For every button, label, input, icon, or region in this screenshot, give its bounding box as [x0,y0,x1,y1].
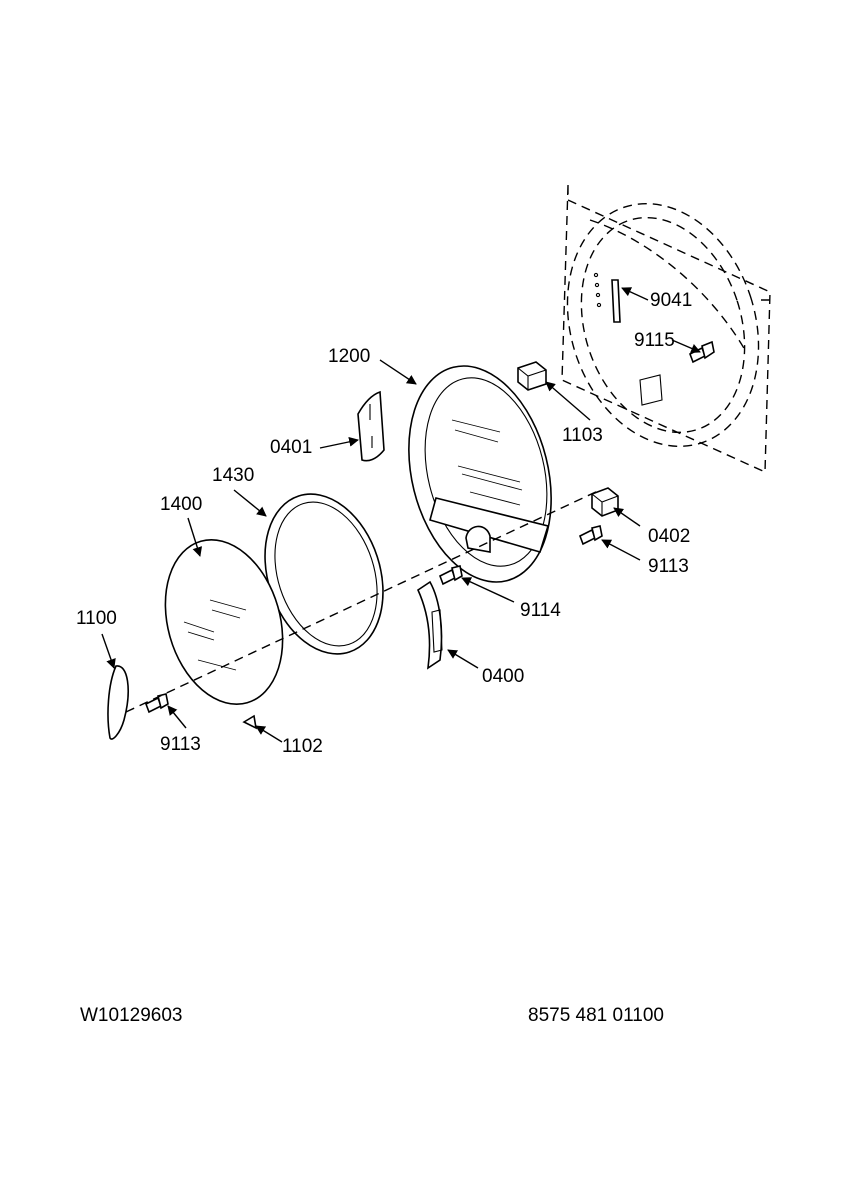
part-9041-strip [611,279,621,323]
callout-0402: 0402 [648,526,690,547]
callout-9113-lower: 9113 [160,734,201,755]
callout-1102: 1102 [282,736,323,757]
assembly-centerline [125,489,601,713]
part-0402-hinge [591,487,619,517]
callout-9041: 9041 [650,290,692,311]
callout-1103: 1103 [562,425,603,446]
callout-0400: 0400 [482,666,524,687]
part-9115-screw [688,340,715,364]
part-9113-screw-upper [578,525,603,546]
cabinet-front-panel [561,184,771,474]
callout-9115: 9115 [634,330,675,351]
part-9113-screw-lower [144,693,169,714]
callout-1430: 1430 [212,465,254,486]
part-1400-glass [164,538,284,706]
part-1103-hinge [517,361,547,391]
callout-leaders [101,287,701,743]
callout-9114: 9114 [520,600,561,621]
part-1100-handle [107,665,129,740]
callout-1100: 1100 [76,608,117,629]
part-9114-screw [438,565,463,586]
callout-1200: 1200 [328,346,370,367]
part-0401-bracket [357,390,385,462]
callout-0401: 0401 [270,437,312,458]
callout-labels: 9041 9115 1200 1103 0401 1430 1400 0402 … [76,290,692,757]
callout-1400: 1400 [160,494,202,515]
part-0400-bracket [416,580,443,670]
part-code: 8575 481 01100 [528,1005,664,1026]
part-1200-outer-door [408,365,552,583]
callout-9113-upper: 9113 [648,556,689,577]
document-number: W10129603 [80,1005,182,1026]
part-1102-cap [242,714,258,730]
